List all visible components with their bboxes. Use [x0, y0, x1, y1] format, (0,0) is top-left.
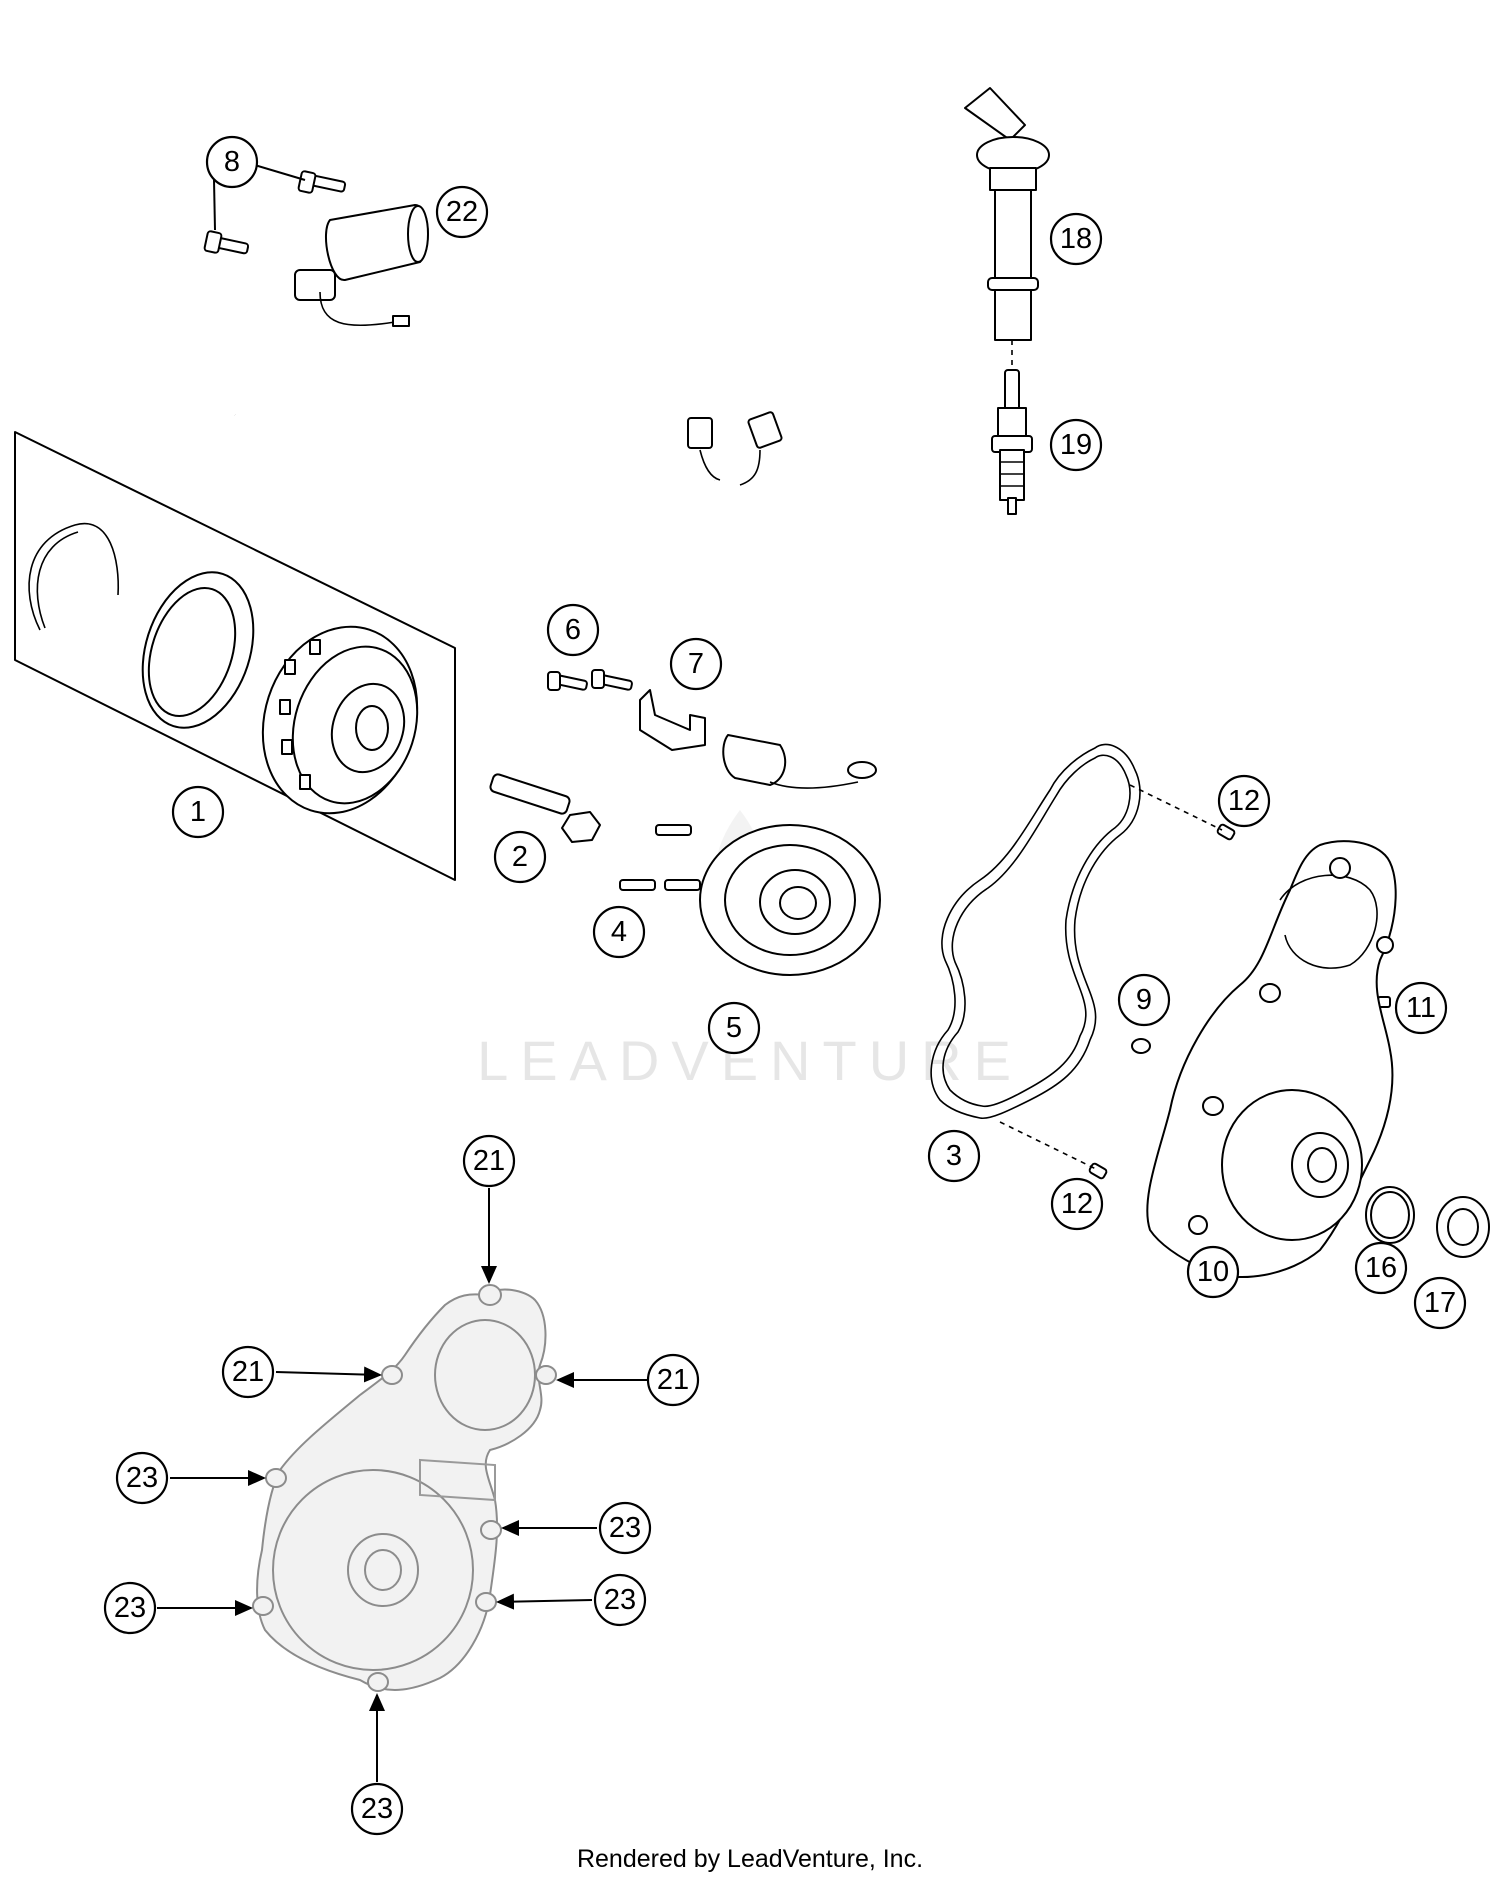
svg-text:4: 4	[611, 916, 627, 948]
svg-text:12: 12	[1061, 1188, 1093, 1220]
callout-21-top: 21	[462, 1134, 516, 1188]
callout-1: 1	[171, 785, 225, 839]
svg-text:8: 8	[224, 146, 240, 178]
cover-plug	[1131, 1038, 1151, 1054]
stator-bolts	[619, 824, 701, 891]
callout-19: 19	[1049, 418, 1103, 472]
stator-bracket-bolt-right	[591, 669, 633, 691]
svg-text:19: 19	[1060, 429, 1092, 461]
callout-22: 22	[435, 185, 489, 239]
coil-bolt-lower	[203, 230, 250, 255]
callout-23-right-upper: 23	[598, 1501, 652, 1555]
callout-16: 16	[1354, 1241, 1408, 1295]
dash-12-lower	[999, 1121, 1099, 1171]
cover-gasket	[930, 743, 1141, 1120]
callout-18: 18	[1049, 212, 1103, 266]
callout-2: 2	[493, 830, 547, 884]
callout-11: 11	[1394, 981, 1448, 1035]
svg-text:21: 21	[473, 1145, 505, 1177]
svg-text:23: 23	[126, 1462, 158, 1494]
callout-6: 6	[546, 603, 600, 657]
svg-text:23: 23	[604, 1584, 636, 1616]
svg-text:7: 7	[688, 648, 704, 680]
svg-text:18: 18	[1060, 223, 1092, 255]
footer-credit: Rendered by LeadVenture, Inc.	[577, 1845, 923, 1873]
callout-3: 3	[927, 1129, 981, 1183]
callout-23-left-lower: 23	[103, 1581, 157, 1635]
svg-text:23: 23	[609, 1512, 641, 1544]
callout-5: 5	[707, 1001, 761, 1055]
svg-text:23: 23	[114, 1592, 146, 1624]
callout-23-right-lower: 23	[593, 1573, 647, 1627]
callout-23-bottom: 23	[350, 1782, 404, 1836]
svg-text:12: 12	[1228, 785, 1260, 817]
svg-text:5: 5	[726, 1012, 742, 1044]
callout-9: 9	[1117, 973, 1171, 1027]
svg-text:6: 6	[565, 614, 581, 646]
spark-plug-connector	[964, 87, 1050, 341]
ignition-cover	[1146, 840, 1397, 1279]
spark-plug	[991, 369, 1033, 515]
callout-21-left: 21	[221, 1345, 275, 1399]
svg-text:21: 21	[232, 1356, 264, 1388]
callout-12-lower: 12	[1050, 1177, 1104, 1231]
flywheel-rotor	[261, 625, 419, 815]
leader-23-right-lower	[496, 1593, 593, 1610]
freewheel-ring	[141, 571, 255, 729]
circlip	[28, 522, 120, 631]
callout-8: 8	[205, 135, 259, 189]
callout-7: 7	[669, 637, 723, 691]
svg-text:1: 1	[190, 796, 206, 828]
svg-text:21: 21	[657, 1364, 689, 1396]
callout-21-right: 21	[646, 1353, 700, 1407]
coil-bolt-upper	[297, 170, 347, 194]
svg-text:3: 3	[946, 1140, 962, 1172]
svg-text:11: 11	[1406, 992, 1436, 1024]
cover-screw-plug	[1436, 1196, 1490, 1258]
leader-21-left	[275, 1366, 382, 1383]
dash-12-upper	[1129, 784, 1223, 831]
cable-bracket	[639, 689, 706, 751]
ignition-coil	[219, 204, 429, 417]
leader-8	[213, 179, 216, 231]
svg-text:10: 10	[1197, 1256, 1229, 1288]
svg-text:9: 9	[1136, 984, 1152, 1016]
svg-text:2: 2	[512, 841, 528, 873]
svg-text:22: 22	[446, 196, 478, 228]
callout-12-upper: 12	[1217, 774, 1271, 828]
callout-10: 10	[1186, 1245, 1240, 1299]
rotor-bolt	[489, 773, 601, 843]
stator-bracket-bolt-left	[547, 671, 588, 691]
o-ring	[1365, 1186, 1415, 1244]
stator	[699, 824, 881, 976]
stator-wiring	[687, 411, 877, 872]
callout-17: 17	[1413, 1276, 1467, 1330]
svg-text:23: 23	[361, 1793, 393, 1825]
callout-4: 4	[592, 905, 646, 959]
cover-screws-view	[252, 1284, 557, 1692]
callout-23-left-upper: 23	[115, 1451, 169, 1505]
svg-text:17: 17	[1424, 1287, 1456, 1319]
svg-text:16: 16	[1365, 1252, 1397, 1284]
